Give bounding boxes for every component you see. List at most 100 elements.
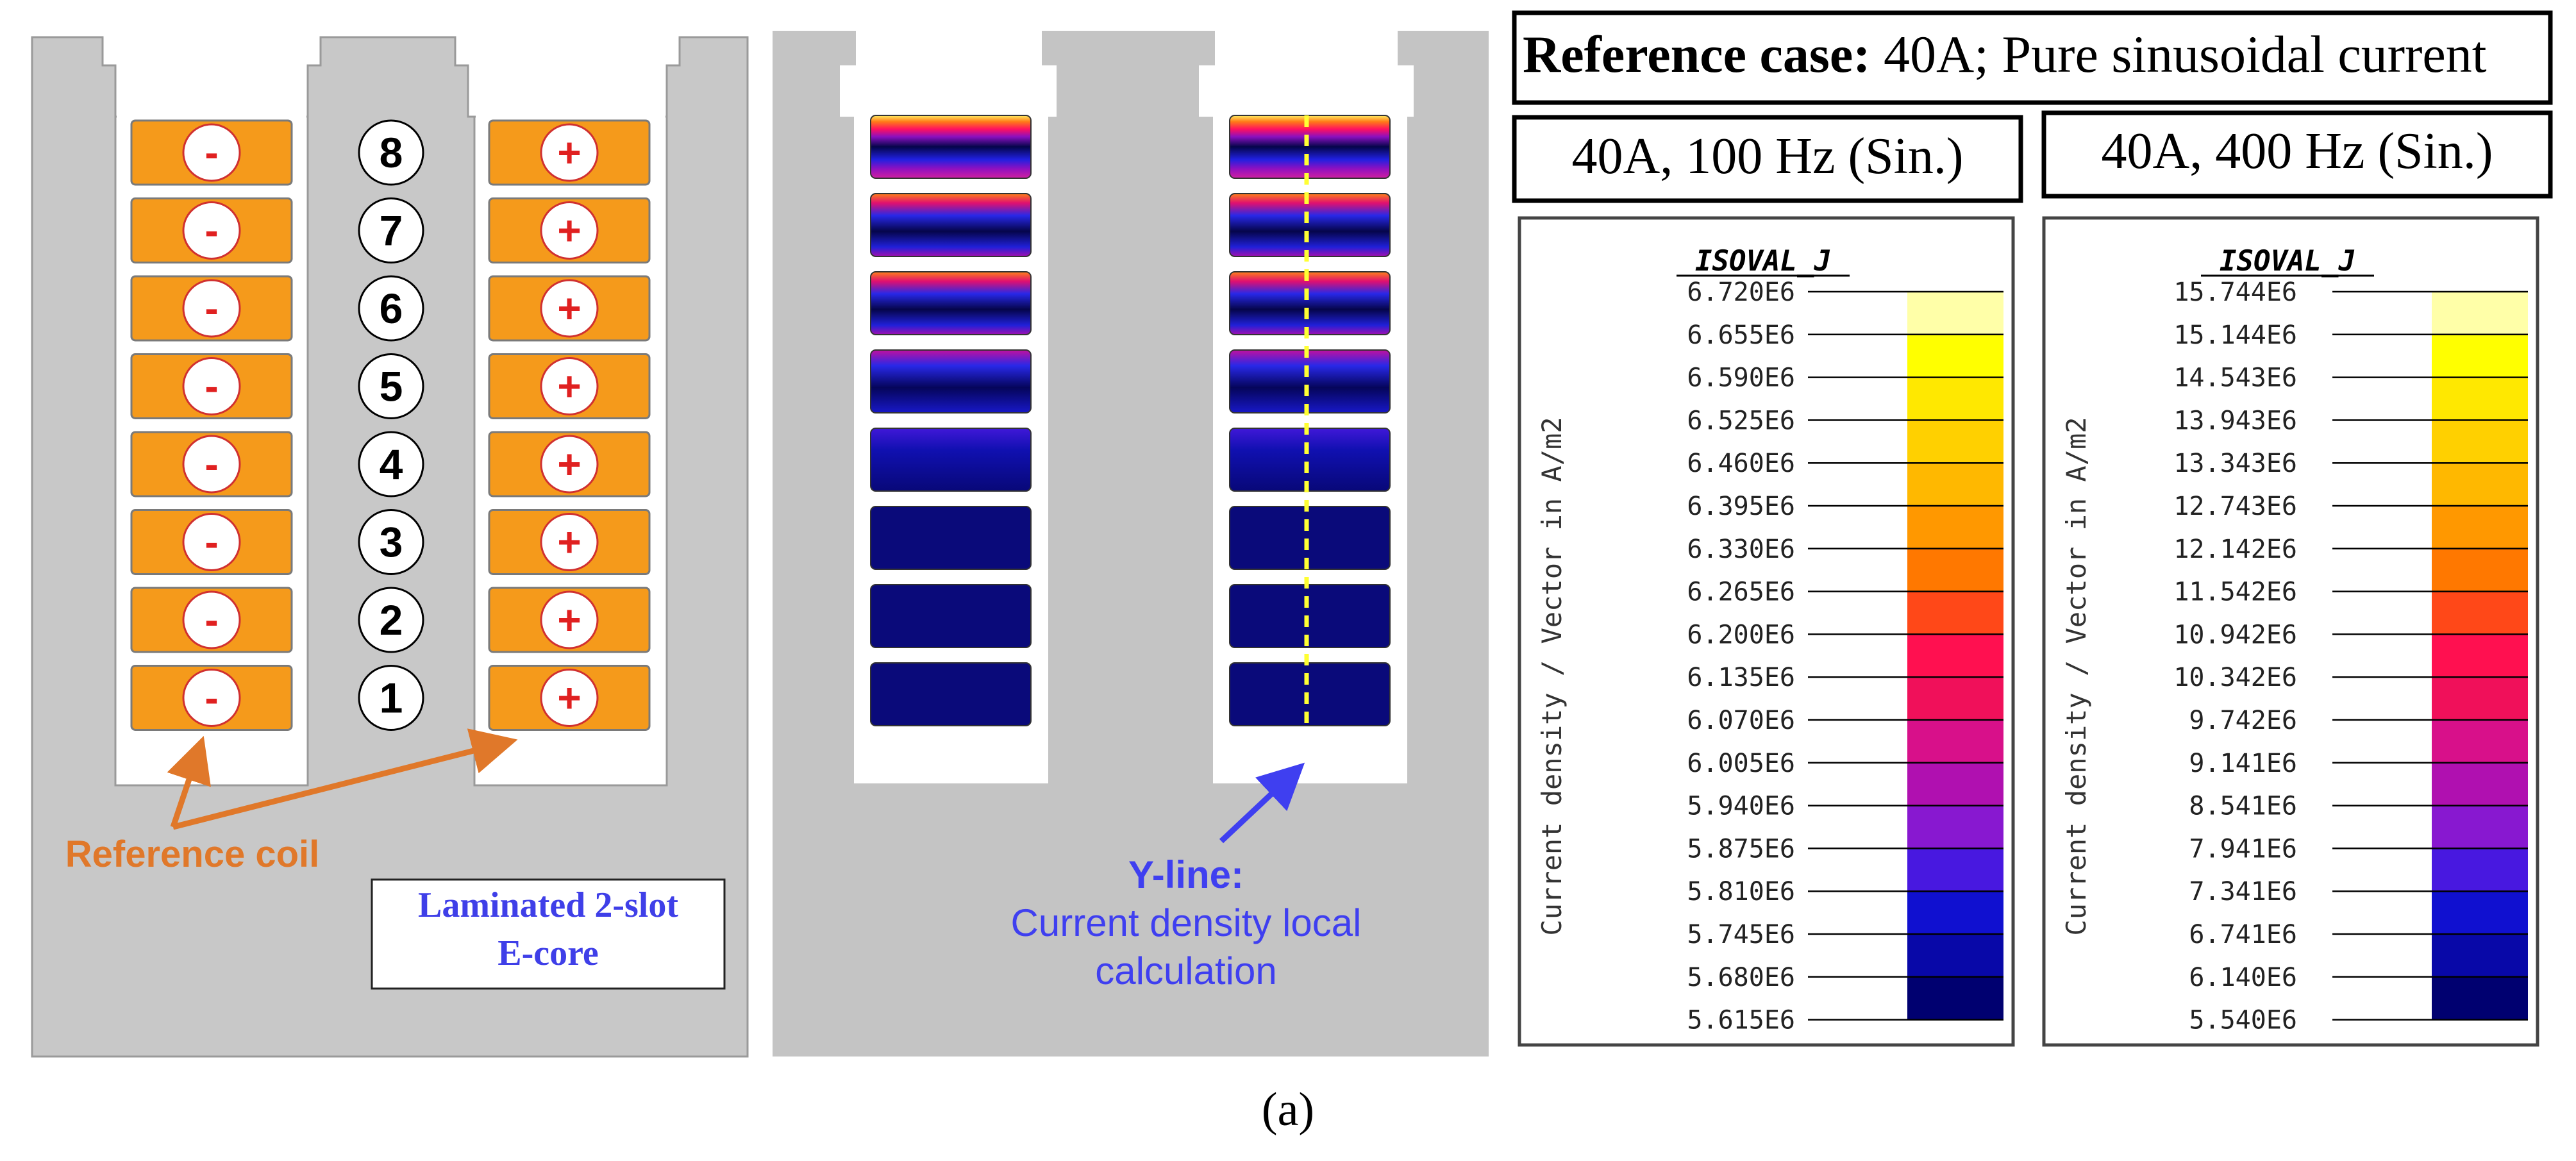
colorbar-segment (1907, 463, 2003, 506)
colorbar-segment (1907, 934, 2003, 978)
legend-value: 6.655E6 (1687, 321, 1795, 350)
fem-coil (1229, 662, 1391, 726)
legend-value: 6.070E6 (1687, 706, 1795, 735)
legend-value: 8.541E6 (2189, 792, 2297, 821)
core-label-line2: E-core (498, 933, 599, 973)
slot-number-circle (358, 509, 424, 575)
reference-coil-label: Reference coil (65, 833, 320, 875)
legend-value: 6.200E6 (1687, 620, 1795, 649)
yline-line1: Current density local (1011, 901, 1362, 944)
fem-coil-group (870, 115, 1391, 726)
legend-value: 13.343E6 (2173, 449, 2297, 478)
legend-value: 14.543E6 (2173, 363, 2297, 393)
coil-plus-sign: + (557, 363, 581, 410)
colorbar-segment (2432, 891, 2528, 935)
header-100hz: 40A, 100 Hz (Sin.) (1571, 128, 1963, 185)
coil-group: -+-+-+-+-+-+-+-+ (130, 119, 651, 731)
legend-axis-label: Current density / Vector in A/m2 (1536, 417, 1568, 935)
legend-value: 11.542E6 (2173, 578, 2297, 607)
coil-minus-sign: - (205, 597, 218, 643)
colorbar-segment (1907, 420, 2003, 464)
colorbar-segment (2432, 292, 2528, 335)
fem-coil (870, 584, 1032, 648)
slot-number: 5 (380, 363, 403, 410)
legend-value: 15.744E6 (2173, 278, 2297, 307)
slot-number: 7 (380, 207, 403, 255)
legend-value: 6.720E6 (1687, 278, 1795, 307)
colorbar-segment (1907, 891, 2003, 935)
slot-number-circle (358, 197, 424, 263)
colorbar-segment (1907, 976, 2003, 1021)
coil-minus-circle (182, 357, 241, 415)
yline-arrow (1219, 762, 1305, 844)
legend-value: 5.540E6 (2189, 1006, 2297, 1035)
legend-axis-label: Current density / Vector in A/m2 (2061, 417, 2092, 935)
core-label-line1: Laminated 2-slot (418, 885, 678, 925)
figure-caption: (a) (1262, 1083, 1314, 1136)
colorbar-segment (1907, 720, 2003, 764)
legend-value: 7.941E6 (2189, 834, 2297, 864)
coil-plus-circle (540, 123, 599, 182)
legend-title: ISOVAL_J (2220, 245, 2355, 278)
colorbar-segment (2432, 548, 2528, 592)
reference-arrow-right (172, 728, 518, 830)
slot-number-circle (358, 119, 424, 186)
legend-value: 6.460E6 (1687, 449, 1795, 478)
fem-coil (1229, 115, 1391, 179)
colorbar-segment (2432, 420, 2528, 464)
legend-value: 6.590E6 (1687, 363, 1795, 393)
colorbar-segment (1907, 548, 2003, 592)
slot-number: 3 (380, 519, 403, 566)
legend-value: 12.743E6 (2173, 492, 2297, 521)
colorbar-segment (2432, 934, 2528, 978)
slot-number: 1 (380, 674, 403, 722)
legend-value: 6.135E6 (1687, 663, 1795, 692)
fem-coil (870, 428, 1032, 492)
slot-number-circle (358, 665, 424, 731)
fem-coil (1229, 349, 1391, 413)
colorbar-segment (1907, 677, 2003, 721)
coil-plus-circle (540, 357, 599, 415)
coil-minus-sign: - (205, 285, 218, 331)
colorbar-segment (1907, 506, 2003, 549)
colorbar-segment (1907, 377, 2003, 421)
legend-value: 5.680E6 (1687, 963, 1795, 992)
reference-case-rest: 40A; Pure sinusoidal current (1871, 25, 2487, 83)
reference-case-box (1512, 10, 2553, 105)
colorbar-segment (2432, 334, 2528, 378)
coil-plus-sign: + (557, 597, 581, 643)
colorbar-segment (2432, 848, 2528, 892)
coil-minus-sign: - (205, 441, 218, 487)
colorbar-segment (2432, 677, 2528, 721)
slot-number: 2 (380, 596, 403, 644)
legend-value: 6.005E6 (1687, 749, 1795, 778)
coil-plus-sign: + (557, 441, 581, 487)
coil-minus-sign: - (205, 363, 218, 410)
reference-case-text: Reference case: 40A; Pure sinusoidal cur… (1523, 25, 2487, 83)
legend-value: 12.142E6 (2173, 535, 2297, 564)
coil-plus-circle (540, 590, 599, 649)
legend-value: 6.330E6 (1687, 535, 1795, 564)
yline-line2: calculation (1095, 949, 1277, 992)
coil-minus-sign: - (205, 675, 218, 721)
legend-value: 10.942E6 (2173, 620, 2297, 649)
reference-case-bold: Reference case: (1523, 25, 1871, 83)
coil-minus-circle (182, 513, 241, 571)
fem-coil (870, 115, 1032, 179)
coil-minus-sign: - (205, 129, 218, 176)
fem-coil (1229, 584, 1391, 648)
fem-coil (870, 349, 1032, 413)
header-400hz-box (2041, 110, 2553, 199)
legend-value: 13.943E6 (2173, 406, 2297, 435)
coil-minus-circle (182, 590, 241, 649)
fem-coil (870, 271, 1032, 335)
colorbar-segment (2432, 506, 2528, 549)
slot-number-circle (358, 275, 424, 342)
legend-value: 6.741E6 (2189, 920, 2297, 949)
colorbar-segment (1907, 591, 2003, 635)
legend-value: 15.144E6 (2173, 321, 2297, 350)
fem-coil (1229, 428, 1391, 492)
coil-plus-circle (540, 279, 599, 338)
coil-plus-sign: + (557, 129, 581, 176)
